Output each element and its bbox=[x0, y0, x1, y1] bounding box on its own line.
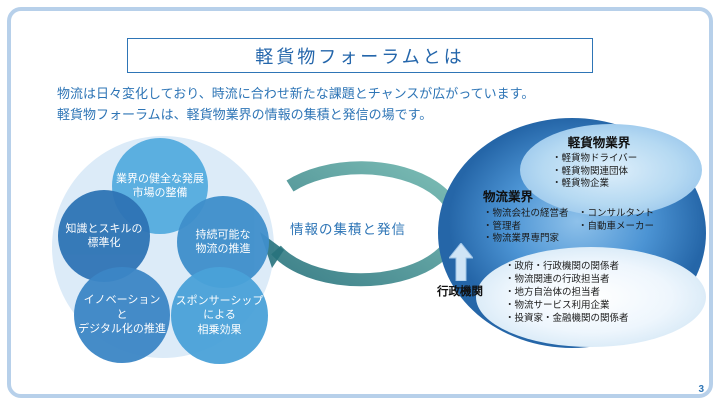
slide-title: 軽貨物フォーラムとは bbox=[255, 46, 465, 67]
gyosei-title: 行政機関 bbox=[437, 286, 483, 298]
venn-circle-knowledge-skills: 知識とスキルの 標準化 bbox=[58, 190, 150, 282]
butsuryu-section: 物流業界 ・物流会社の経営者 ・コンサルタント ・管理者 ・自動車メーカー ・物… bbox=[483, 186, 698, 246]
butsuryu-title: 物流業界 bbox=[483, 190, 534, 204]
list-item: ・物流関連の行政担当者 bbox=[505, 274, 610, 285]
butsuryu-list: ・物流会社の経営者 ・コンサルタント ・管理者 ・自動車メーカー ・物流業界専門… bbox=[483, 208, 698, 246]
list-item: ・軽貨物ドライバー bbox=[552, 153, 638, 164]
intro-line-2: 軽貨物フォーラムは、軽貨物業界の情報の集積と発信の場です。 bbox=[57, 107, 433, 122]
list-item: ・軽貨物関連団体 bbox=[552, 165, 629, 177]
gyosei-section: ・政府・行政機関の関係者 ・物流関連の行政担当者 ・地方自治体の担当者 ・物流サ… bbox=[505, 258, 695, 325]
gyosei-list: ・政府・行政機関の関係者 ・物流関連の行政担当者 ・地方自治体の担当者 ・物流サ… bbox=[505, 260, 695, 325]
keikamotsu-list: ・軽貨物ドライバー ・軽貨物関連団体 ・軽貨物企業 bbox=[552, 153, 699, 191]
venn-circle-innovation-digital: イノベーション と デジタル化の推進 bbox=[74, 267, 170, 363]
venn-circle-sponsorship: スポンサーシップ による 相乗効果 bbox=[171, 267, 268, 364]
slide-title-box: 軽貨物フォーラムとは bbox=[127, 38, 593, 73]
flow-label: 情報の集積と発信 bbox=[290, 222, 406, 237]
keikamotsu-section: 軽貨物業界 ・軽貨物ドライバー ・軽貨物関連団体 ・軽貨物企業 bbox=[534, 132, 699, 191]
up-arrow-icon bbox=[447, 242, 475, 286]
list-item: ・管理者 ・自動車メーカー bbox=[483, 220, 655, 232]
list-item: ・政府・行政機関の関係者 bbox=[505, 261, 620, 272]
page-number: 3 bbox=[698, 384, 704, 395]
list-item: ・地方自治体の担当者 bbox=[505, 287, 601, 298]
list-item: ・軽貨物企業 bbox=[552, 178, 610, 189]
list-item: ・物流業界専門家 bbox=[483, 233, 560, 244]
keikamotsu-title: 軽貨物業界 bbox=[567, 136, 631, 150]
intro-text: 物流は日々変化しており、時流に合わせ新たな課題とチャンスが広がっています。 軽貨… bbox=[57, 83, 534, 125]
list-item: ・物流会社の経営者 ・コンサルタント bbox=[483, 208, 655, 219]
list-item: ・投資家・金融機関の関係者 bbox=[505, 313, 629, 324]
audience-gyosei-ellipse bbox=[476, 247, 706, 347]
intro-line-1: 物流は日々変化しており、時流に合わせ新たな課題とチャンスが広がっています。 bbox=[57, 86, 535, 101]
audience-keikamotsu-ellipse bbox=[520, 124, 702, 216]
list-item: ・物流サービス利用企業 bbox=[505, 300, 610, 311]
